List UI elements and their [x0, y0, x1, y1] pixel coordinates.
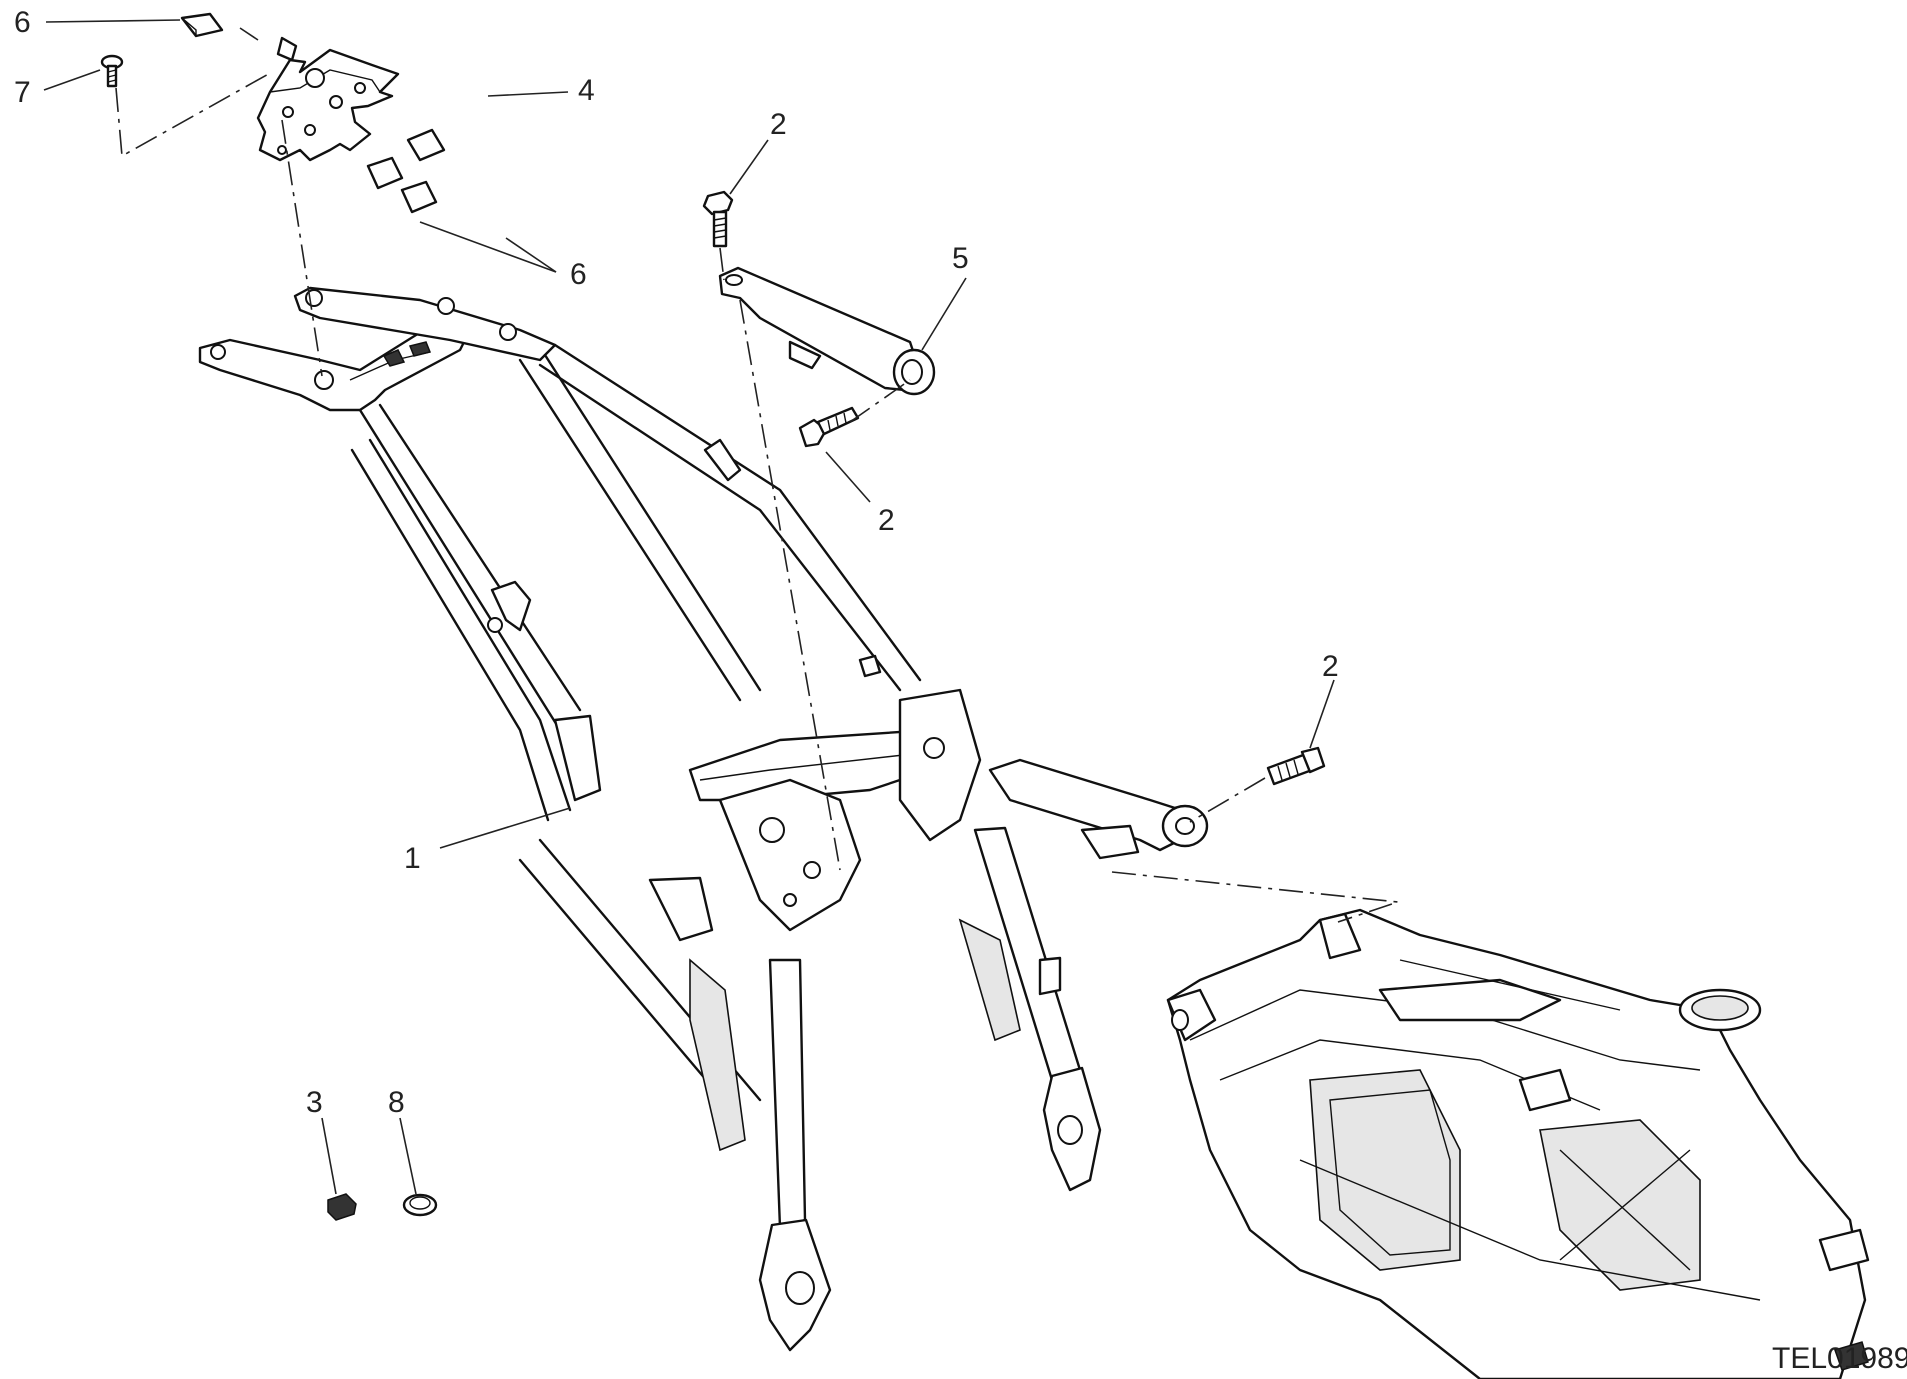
callout-2-middle: 2: [878, 504, 895, 537]
callout-5: 5: [952, 242, 969, 275]
main-frame: [1166, 908, 1870, 1379]
callout-4: 4: [578, 74, 595, 107]
callout-1: 1: [404, 842, 421, 875]
part-1-subframe: [198, 286, 1209, 1352]
callout-7: 7: [14, 76, 31, 109]
callout-2-right: 2: [1322, 650, 1339, 683]
part-8-cap: [402, 1193, 438, 1217]
part-2-bolt-middle: [798, 406, 860, 448]
assembly-lines: [115, 27, 1399, 923]
drawing-code: TEL01989: [1772, 1342, 1907, 1375]
part-4-bracket: [256, 36, 446, 214]
part-2-bolt-upper: [702, 190, 734, 248]
part-6-pad-top: [180, 12, 224, 38]
part-2-bolt-right: [1266, 746, 1326, 786]
part-5-link-arm: [718, 266, 936, 396]
callout-6-pads: 6: [570, 258, 587, 291]
callout-2-upper: 2: [770, 108, 787, 141]
callout-labels: 6 7 4 2 5 6 2 2 1 3 8: [14, 6, 1339, 1119]
callout-8: 8: [388, 1086, 405, 1119]
leader-lines: [43, 19, 1335, 1195]
callout-3: 3: [306, 1086, 323, 1119]
part-3-clip-nut: [327, 1193, 357, 1221]
callout-6-top: 6: [14, 6, 31, 39]
part-7-screw: [100, 54, 124, 88]
